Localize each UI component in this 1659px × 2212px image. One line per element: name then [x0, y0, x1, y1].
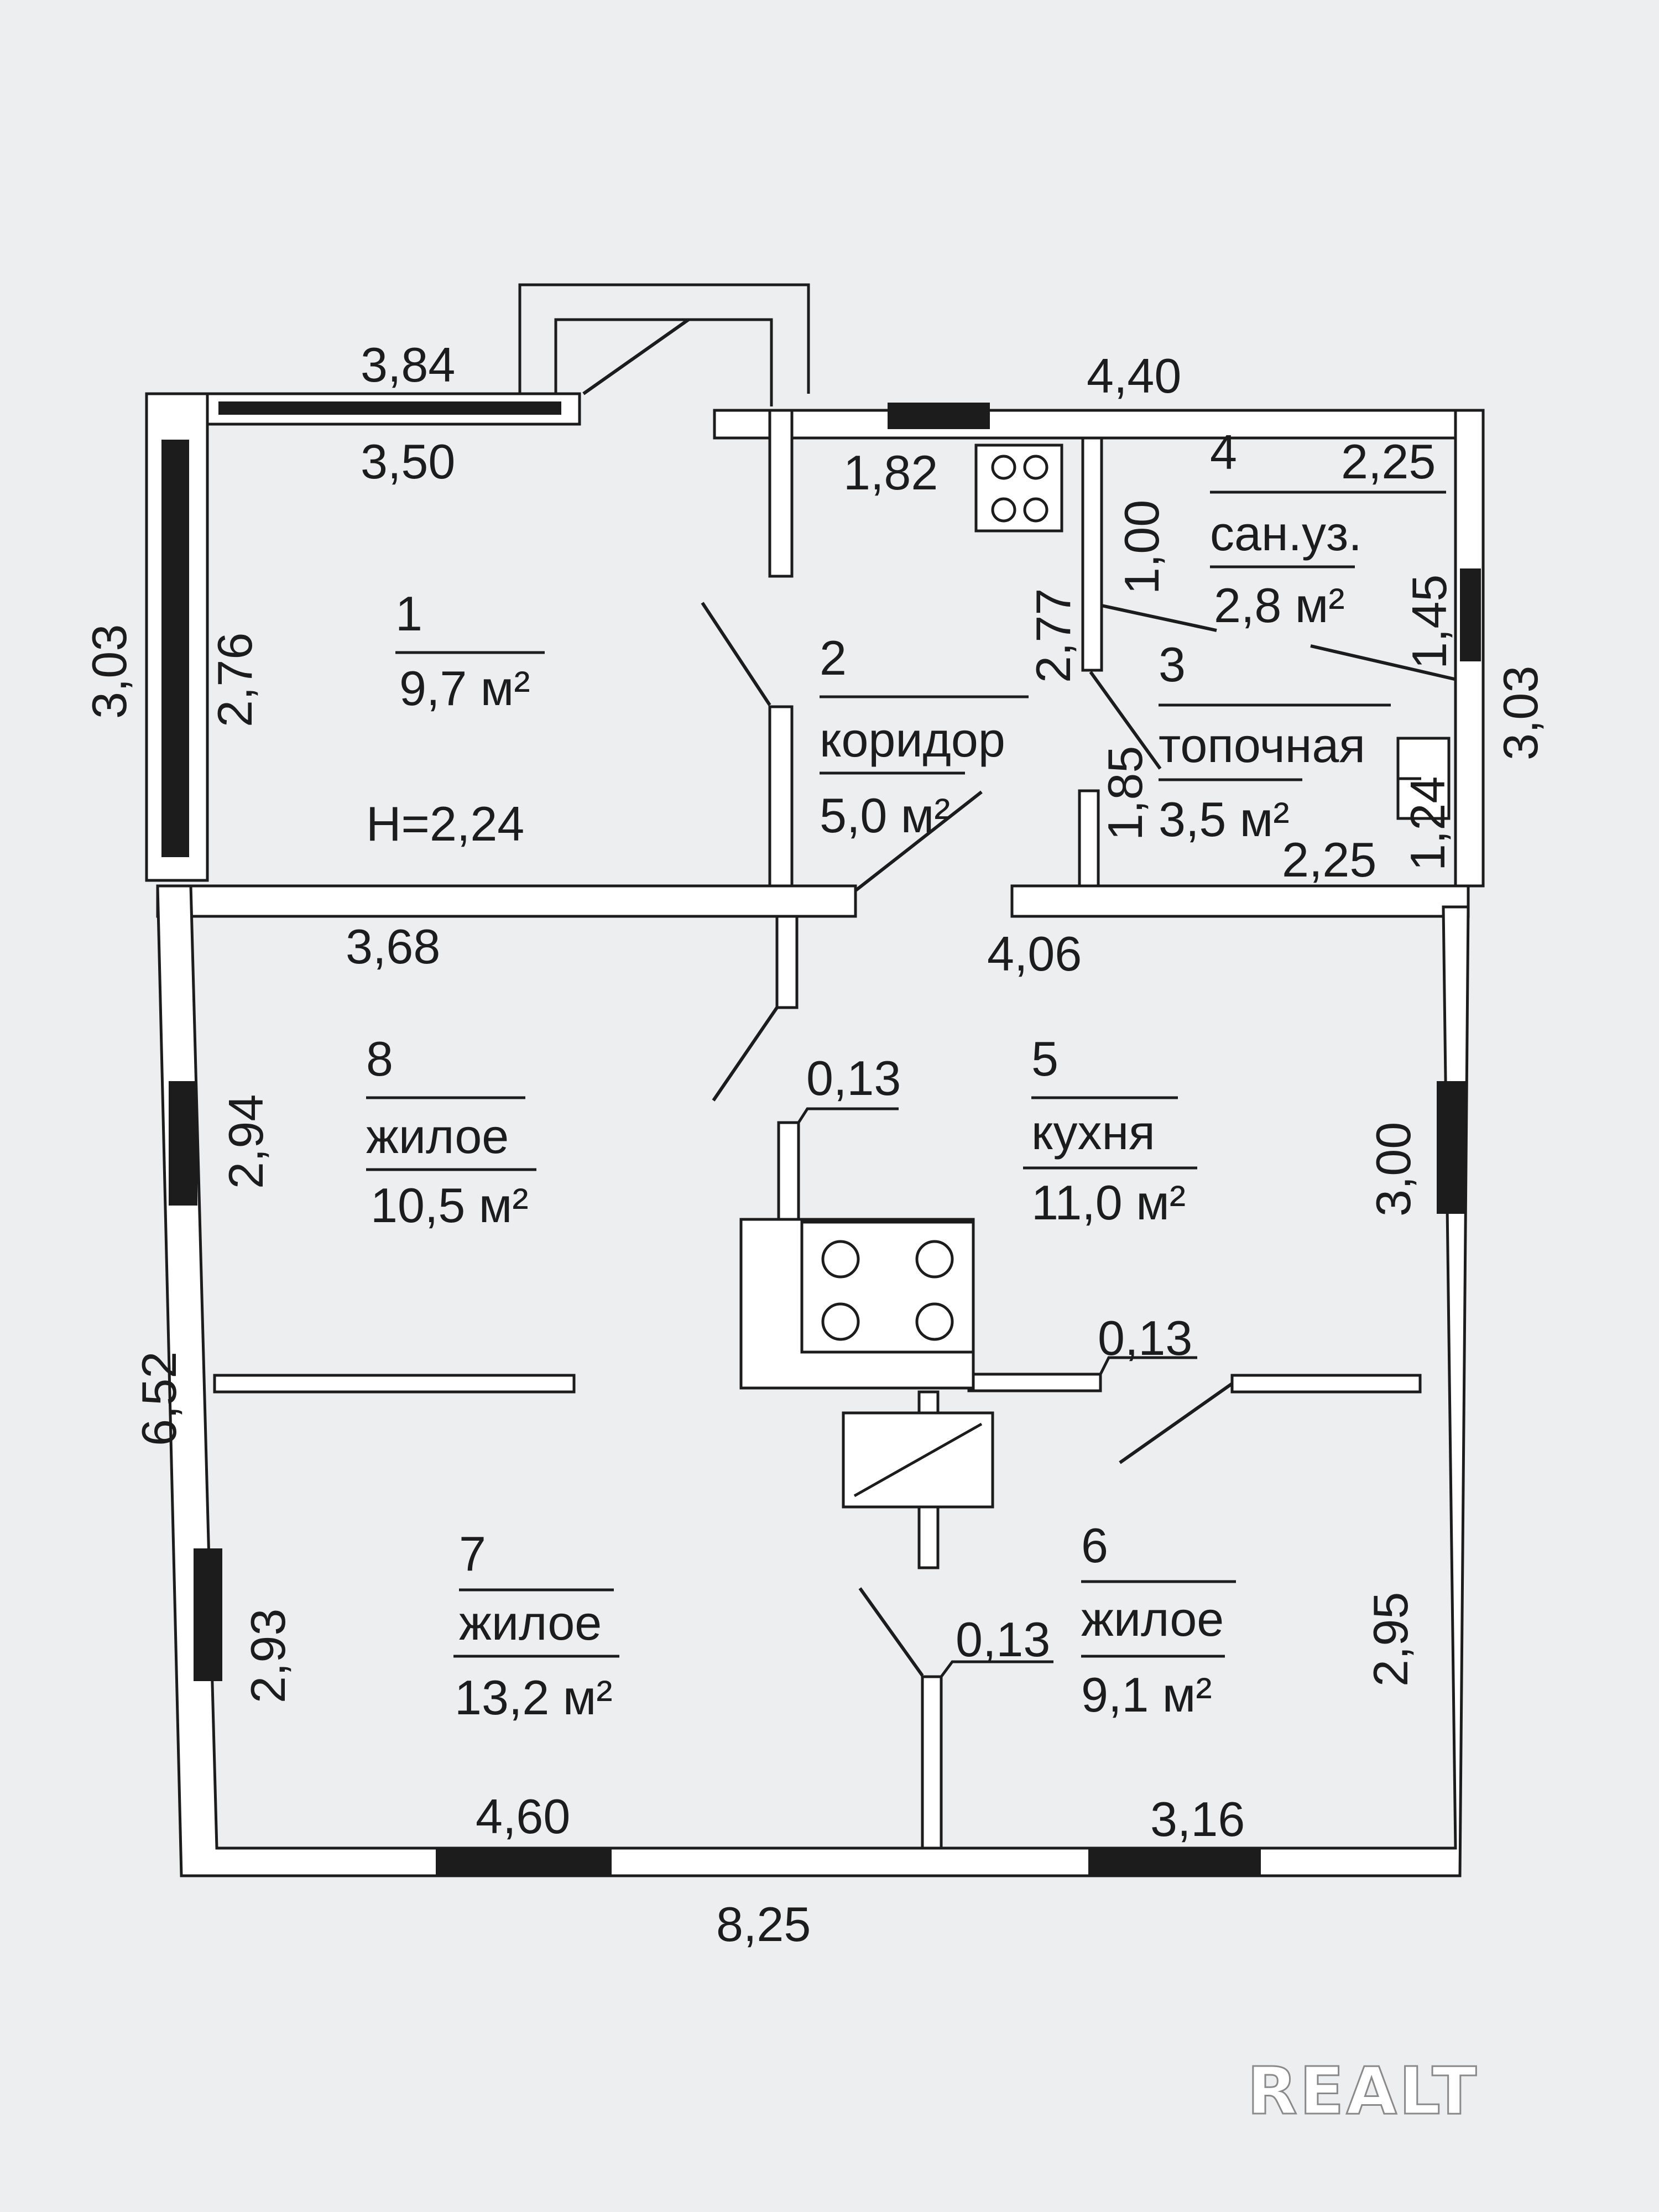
wc-door-line	[1101, 604, 1217, 632]
room-5-area: 11,0 м²	[1031, 1175, 1186, 1230]
room-4-number: 4	[1210, 425, 1237, 479]
boiler-vent-icon	[1396, 737, 1451, 820]
dim-room1-left-outer: 3,03	[82, 624, 137, 719]
wall-kitchen-room6	[1230, 1374, 1422, 1394]
porch-outline	[518, 283, 810, 406]
room-8-name: жилое	[366, 1109, 509, 1164]
kitchen-door-swing	[853, 790, 983, 893]
partition-a-leader	[797, 1107, 899, 1124]
room8-door-swing	[712, 1006, 779, 1102]
stove-icon	[739, 1218, 975, 1390]
room-6-name: жилое	[1081, 1592, 1224, 1646]
partition-c-leader	[940, 1660, 1053, 1678]
window	[194, 1548, 222, 1681]
dim-room7-height: 2,93	[241, 1609, 295, 1703]
dim-room7-width: 4,60	[476, 1789, 570, 1844]
walls-lower	[156, 884, 1470, 1877]
dim-boiler-small: 1,24	[1400, 776, 1455, 871]
dim-top-right-outer: 4,40	[1087, 348, 1181, 403]
boiler-entry-swing	[1089, 671, 1162, 770]
small-stove-icon	[974, 444, 1063, 533]
window	[1460, 568, 1481, 661]
dim-wc-height: 1,45	[1402, 575, 1457, 669]
room-5-number: 5	[1031, 1031, 1058, 1086]
wall-room8-room7	[213, 1374, 576, 1394]
chimney-icon	[842, 1411, 994, 1509]
room-7-number: 7	[459, 1526, 486, 1581]
fixtures	[739, 444, 1451, 1509]
window	[1088, 1848, 1261, 1875]
room-1-height: H=2,24	[366, 796, 524, 851]
dim-partition-c: 0,13	[956, 1612, 1050, 1667]
dim-kitchen-width: 4,06	[987, 926, 1082, 981]
wall-boiler-left	[1078, 789, 1100, 889]
partition-b-leader	[1099, 1356, 1197, 1375]
porch-door-swing	[582, 318, 690, 395]
dim-top-left-outer: 3,84	[361, 337, 455, 392]
outer-wall-lower	[156, 884, 1470, 1877]
dim-room8-height: 2,94	[218, 1094, 273, 1189]
dim-boiler-height: 1,85	[1098, 746, 1152, 841]
dim-corridor-height: 2,77	[1026, 588, 1081, 683]
window	[436, 1848, 612, 1875]
dim-total-width: 8,25	[716, 1897, 811, 1952]
corridor-door-swing	[701, 602, 771, 706]
room-6-area: 9,1 м²	[1081, 1667, 1212, 1722]
dim-room1-height: 2,76	[207, 633, 262, 727]
boiler-door-line	[1310, 644, 1455, 681]
dim-right-top-outer: 3,03	[1493, 666, 1548, 760]
wall-room1-corridor-bottom	[768, 705, 794, 896]
room-2-name: коридор	[820, 712, 1005, 767]
wall-room7-room6	[921, 1675, 943, 1850]
flue-stub-lower	[917, 1505, 940, 1569]
window	[888, 403, 990, 429]
wall-stove-room6	[967, 1373, 1102, 1392]
room-3-area: 3,5 м²	[1159, 792, 1290, 847]
windows	[161, 401, 1481, 1875]
room-labels: 1 9,7 м² H=2,24 2 коридор 5,0 м² 4 сан.у…	[366, 425, 1446, 1725]
dim-wc-partition: 1,00	[1114, 500, 1169, 594]
window	[218, 401, 561, 415]
dim-kitchen-height: 3,00	[1366, 1122, 1421, 1217]
dim-partition-b: 0,13	[1098, 1311, 1192, 1365]
room-2-number: 2	[820, 630, 847, 685]
wall-stove-stub	[777, 1121, 800, 1221]
dim-room6-height: 2,95	[1363, 1592, 1418, 1687]
room-7-area: 13,2 м²	[455, 1670, 613, 1725]
dim-room2-top: 1,82	[843, 445, 938, 500]
room-5-name: кухня	[1031, 1105, 1155, 1160]
dim-room6-width: 3,16	[1150, 1792, 1245, 1846]
wall-middle-left	[156, 884, 857, 918]
room-3-name: топочная	[1159, 718, 1365, 773]
wall-middle-right	[1010, 884, 1470, 918]
room6-door-swing	[1119, 1382, 1233, 1464]
room-1-area: 9,7 м²	[399, 661, 530, 716]
wall-room1-corridor-top	[768, 409, 794, 578]
room-4-area: 2,8 м²	[1214, 578, 1345, 633]
room-8-area: 10,5 м²	[371, 1178, 529, 1233]
wall-top-right	[713, 409, 1485, 440]
realt-watermark-logo: REALT	[1247, 2053, 1479, 2129]
room-1-number: 1	[395, 586, 422, 641]
dim-wc-width: 2,25	[1341, 434, 1436, 489]
window	[1437, 1081, 1465, 1214]
window	[169, 1081, 197, 1206]
room-4-name: сан.уз.	[1210, 506, 1362, 561]
dim-partition-a: 0,13	[806, 1051, 901, 1105]
room-8-number: 8	[366, 1031, 393, 1086]
dim-boiler-width: 2,25	[1282, 832, 1376, 887]
dim-room1-width: 3,50	[361, 434, 455, 489]
wall-stub-room8	[775, 915, 799, 1009]
room7-door-swing	[858, 1587, 924, 1677]
dim-room8-width: 3,68	[346, 919, 440, 974]
window	[161, 440, 189, 857]
dimension-labels: 3,84 4,40 3,50 1,82 2,25 3,03 2,76 1,00 …	[82, 337, 1548, 1952]
dim-left-outer: 6,52	[132, 1352, 186, 1446]
wall-wc-left	[1081, 436, 1103, 672]
room-6-number: 6	[1081, 1518, 1108, 1573]
room-7-name: жилое	[459, 1595, 602, 1650]
room-2-area: 5,0 м²	[820, 788, 951, 843]
room-3-number: 3	[1159, 637, 1186, 692]
